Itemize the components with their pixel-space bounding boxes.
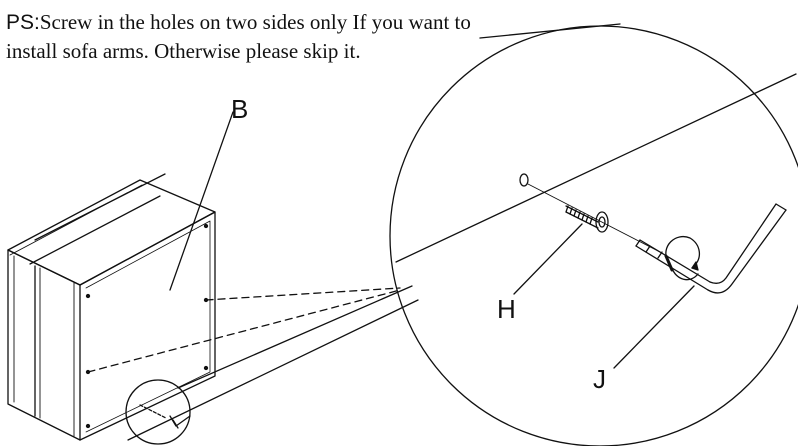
- magnified-detail-circle: [389, 25, 798, 446]
- rotation-arrow-icon: [664, 236, 700, 281]
- ps-note-line1: Screw in the holes on two sides only If …: [39, 10, 471, 34]
- label-h-leader: [513, 223, 583, 295]
- bolt-h: [565, 205, 609, 233]
- allen-key-j: [635, 203, 787, 294]
- dashed-projection-upper: [205, 287, 401, 301]
- label-j-leader: [613, 285, 695, 369]
- ps-note-prefix: PS:: [6, 11, 40, 34]
- small-detail-circle: [125, 379, 191, 445]
- connector-line-lower: [127, 299, 419, 441]
- ps-note: PS:Screw in the holes on two sides only …: [6, 8, 646, 66]
- label-b: B: [231, 94, 249, 124]
- label-h: H: [497, 294, 516, 324]
- connector-line-upper: [177, 285, 413, 389]
- label-j: J: [593, 364, 606, 394]
- sofa-module-box: [7, 173, 216, 441]
- label-b-leader: [169, 111, 234, 291]
- ps-note-line2: install sofa arms. Otherwise please skip…: [6, 39, 361, 63]
- dashed-projection-lower: [87, 289, 401, 373]
- hole-icon: [519, 173, 529, 187]
